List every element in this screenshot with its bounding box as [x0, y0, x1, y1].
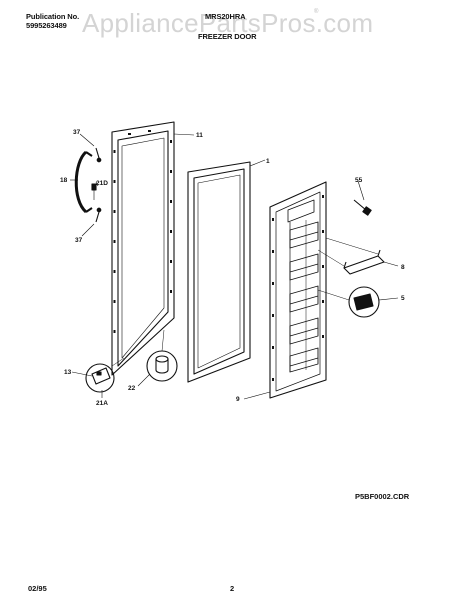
callout-22: 22: [128, 385, 136, 392]
callout-1: 1: [266, 158, 270, 165]
section-title: FREEZER DOOR: [198, 32, 257, 41]
handle-screw-top: [95, 147, 102, 163]
door-handle: [74, 150, 93, 214]
hinge-bracket: [85, 357, 125, 393]
door-shelf-rail: [317, 237, 385, 275]
callout-5: 5: [401, 295, 405, 302]
publication-label: Publication No.: [26, 12, 80, 21]
inner-door-liner: [269, 181, 327, 399]
callout-11: 11: [196, 132, 203, 139]
callout-9: 9: [236, 396, 240, 403]
callout-21d: 21D: [96, 180, 108, 187]
callout-37-top: 37: [73, 129, 81, 136]
callout-13: 13: [64, 369, 72, 376]
door-gasket-frame: [111, 121, 175, 376]
handle-cover: [91, 183, 97, 200]
callout-8: 8: [401, 264, 405, 271]
watermark: AppliancePartsPros.com: [82, 8, 374, 38]
callout-18: 18: [60, 177, 68, 184]
screw: [353, 199, 372, 216]
door-panel: [187, 161, 251, 383]
footer-page-number: 2: [230, 584, 235, 593]
publication-number: 5995263489: [26, 21, 67, 30]
callout-21a: 21A: [96, 400, 108, 407]
shelf-end-cap: [317, 286, 380, 318]
callout-37-bottom: 37: [75, 237, 83, 244]
watermark-registered-mark: ®: [314, 9, 319, 15]
footer-date: 02/95: [28, 584, 47, 593]
handle-screw-bottom: [95, 207, 102, 223]
drawing-id: P5BF0002.CDR: [355, 492, 410, 501]
hinge-bushing: [146, 329, 178, 382]
callout-55: 55: [355, 177, 363, 184]
model-number: MRS20HRA: [205, 12, 246, 21]
